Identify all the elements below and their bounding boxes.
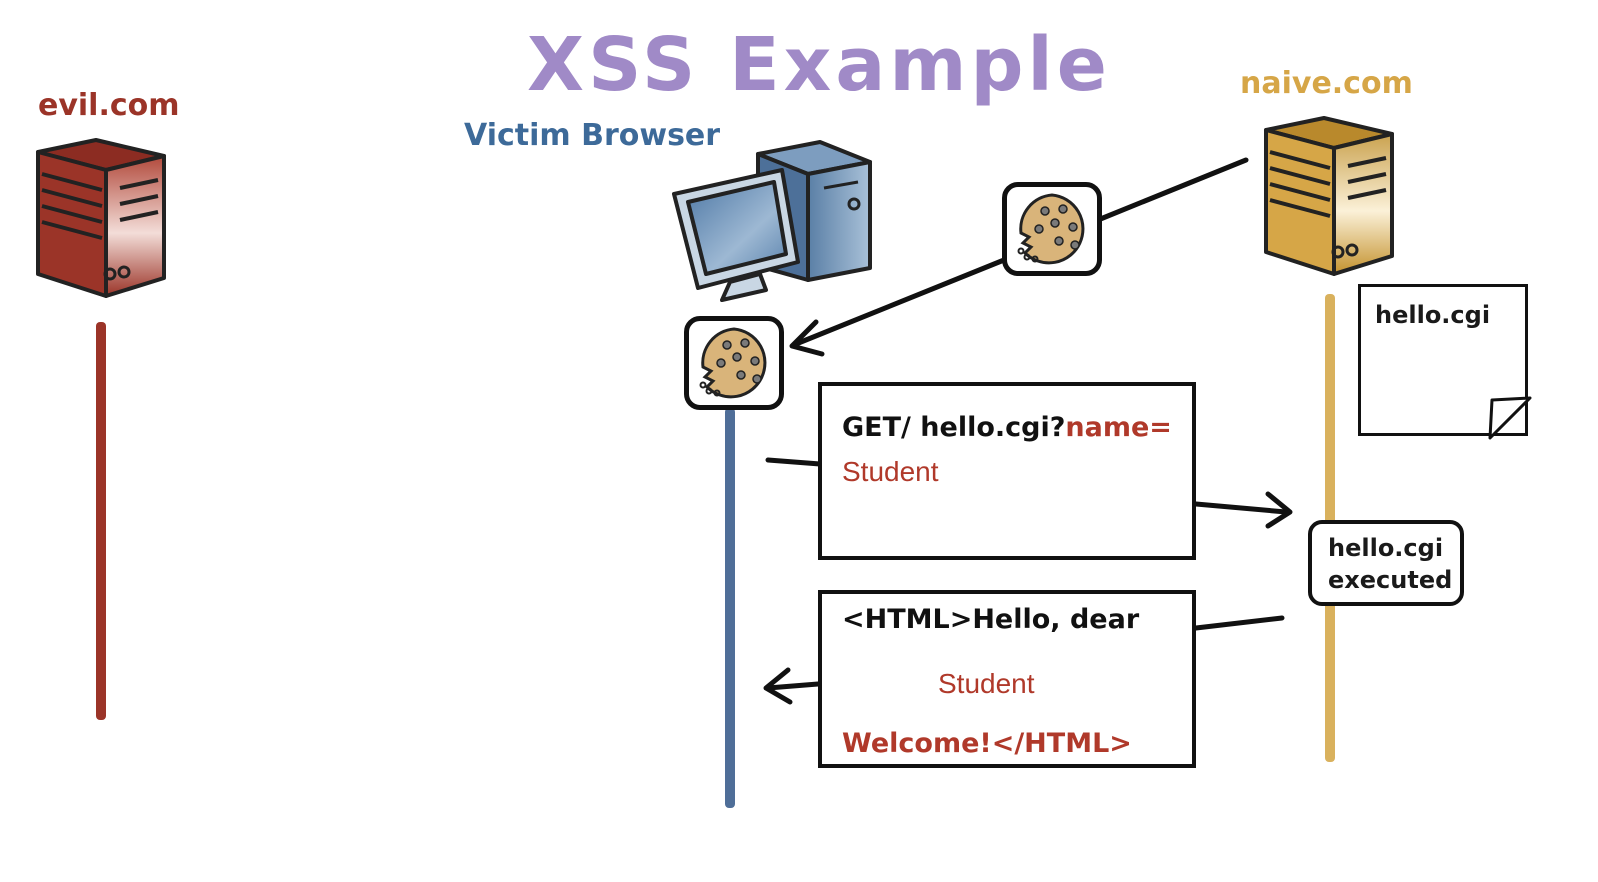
victim-computer-icon — [672, 140, 872, 302]
evil-server-label: evil.com — [38, 88, 180, 123]
request-method-path: GET/ hello.cgi? — [842, 412, 1066, 443]
executed-line1: hello.cgi — [1328, 534, 1444, 562]
note-filename: hello.cgi — [1375, 301, 1491, 329]
hello-cgi-executed-badge: hello.cgi executed — [1308, 520, 1464, 606]
naive-server-label: naive.com — [1240, 66, 1413, 101]
response-line1: <HTML>Hello, dear — [842, 604, 1140, 635]
request-param-value: Student — [842, 456, 939, 487]
page-title: XSS Example — [527, 22, 1111, 108]
note-folded-corner — [1488, 396, 1532, 440]
cookie-icon-browser — [684, 316, 784, 410]
response-line3: Welcome!</HTML> — [842, 728, 1132, 759]
cookie-icon-transit — [1002, 182, 1102, 276]
request-param-name: name= — [1065, 412, 1172, 443]
response-name-value: Student — [938, 668, 1035, 699]
victim-lifeline — [725, 408, 735, 808]
victim-browser-label: Victim Browser — [464, 118, 721, 153]
evil-lifeline — [96, 322, 106, 720]
response-message-box: <HTML>Hello, dear Student Welcome!</HTML… — [818, 590, 1196, 768]
request-line: GET/ hello.cgi?name= — [842, 412, 1172, 443]
evil-server-icon — [36, 138, 166, 298]
request-message-box: GET/ hello.cgi?name= Student — [818, 382, 1196, 560]
executed-line2: executed — [1328, 566, 1453, 594]
naive-server-icon — [1264, 116, 1394, 276]
